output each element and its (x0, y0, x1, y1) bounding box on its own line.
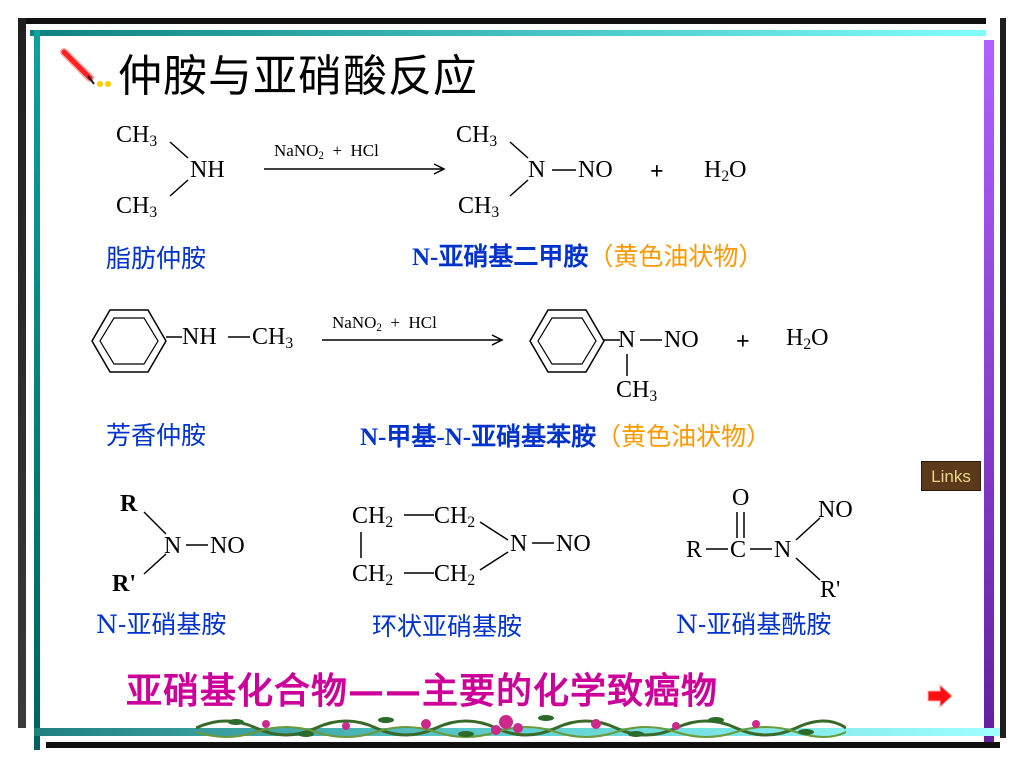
s3-n-bonds (795, 517, 821, 581)
r1-reactant-center: NH (190, 157, 225, 183)
s2-bottom-bond (404, 572, 434, 574)
s3-n: N (774, 537, 792, 563)
s3-r: R (686, 537, 703, 563)
s2-ch2-br: CH2 (434, 561, 476, 589)
r2-product-methyl: CH3 (616, 377, 658, 405)
benzene-ring-product-icon (529, 309, 605, 373)
r2-water: H2O (786, 325, 829, 353)
frame-right-dark (1000, 18, 1006, 738)
r1-reagent: NaNO2 + HCl (274, 141, 379, 162)
conclusion-text: 亚硝基化合物——主要的化学致癌物 (126, 670, 719, 712)
r2-reactant-methyl: CH3 (252, 324, 294, 352)
r1-arrow (264, 163, 446, 175)
s1-no: NO (210, 533, 245, 559)
s2-label: 环状亚硝基胺 (372, 612, 523, 641)
r2-nh-bond (228, 336, 250, 338)
s3-no: NO (818, 497, 853, 523)
frame-right-purple (984, 40, 994, 744)
s3-double-bond (736, 512, 745, 538)
r2-product-nbond (640, 339, 662, 341)
s1-label: N-亚硝基胺 (96, 610, 227, 639)
r2-reagent: NaNO2 + HCl (332, 313, 437, 334)
r2-product-center: N (618, 327, 636, 353)
s3-c: C (730, 537, 747, 563)
s3-o: O (732, 485, 750, 511)
s2-ch2-tr: CH2 (434, 503, 476, 531)
s2-top-bond (404, 514, 434, 516)
s2-no: NO (556, 531, 591, 557)
frame-top-dark (18, 18, 986, 24)
r1-product-center: N (528, 157, 546, 183)
s2-n: N (510, 531, 528, 557)
s3-cn-bond (750, 548, 772, 550)
frame-bottom-dark (46, 742, 1000, 748)
s1-n: N (164, 533, 182, 559)
frame-top-teal (30, 30, 986, 36)
s2-nno-bond (532, 542, 554, 544)
r1-product-group: NO (578, 157, 613, 183)
s2-right-bonds (479, 521, 509, 571)
r1-plus: + (650, 159, 664, 185)
next-arrow-icon[interactable] (926, 683, 954, 709)
s2-ch2-tl: CH2 (352, 503, 394, 531)
r2-product-group: NO (664, 327, 699, 353)
frame-left-dark (18, 18, 26, 728)
r2-product-ring-bond (604, 339, 620, 341)
s3-r-prime: R' (820, 577, 841, 603)
s3-label: N-亚硝基酰胺 (676, 610, 832, 639)
r1-reactant-bottom: CH3 (116, 193, 158, 221)
r1-product-bottom: CH3 (458, 193, 500, 221)
r1-product-top: CH3 (456, 122, 498, 150)
s1-r-top: R (120, 491, 138, 517)
r2-arrow (322, 334, 504, 346)
r2-product-label: N-甲基-N-亚硝基苯胺（黄色油状物） (360, 422, 772, 451)
s2-ch2-bl: CH2 (352, 561, 394, 589)
r1-water: H2O (704, 157, 747, 185)
r2-reactant-group: NH (182, 324, 217, 350)
r2-plus: + (736, 329, 750, 355)
r2-ring-bond (166, 336, 182, 338)
s2-left-bond (360, 532, 362, 558)
flower-garland-icon (196, 715, 846, 738)
r1-product-nbond (552, 169, 576, 171)
pushpin-icon (60, 46, 116, 92)
slide-title: 仲胺与亚硝酸反应 (118, 51, 478, 102)
r1-reactant-top: CH3 (116, 122, 158, 150)
s1-r-bottom: R' (112, 571, 136, 597)
links-button[interactable]: Links (921, 461, 981, 491)
s1-bonds (143, 511, 167, 575)
r2-reactant-label: 芳香仲胺 (106, 421, 207, 450)
benzene-ring-icon (91, 309, 167, 373)
r1-product-bonds (509, 141, 529, 197)
s1-nno-bond (186, 544, 208, 546)
r2-product-methyl-bond (626, 354, 628, 376)
r1-reactant-label: 脂肪仲胺 (106, 244, 207, 273)
r1-product-label: N-亚硝基二甲胺（黄色油状物） (412, 242, 764, 271)
r1-reactant-bonds (169, 141, 189, 197)
frame-left-teal (34, 30, 40, 750)
s3-rc-bond (706, 548, 728, 550)
